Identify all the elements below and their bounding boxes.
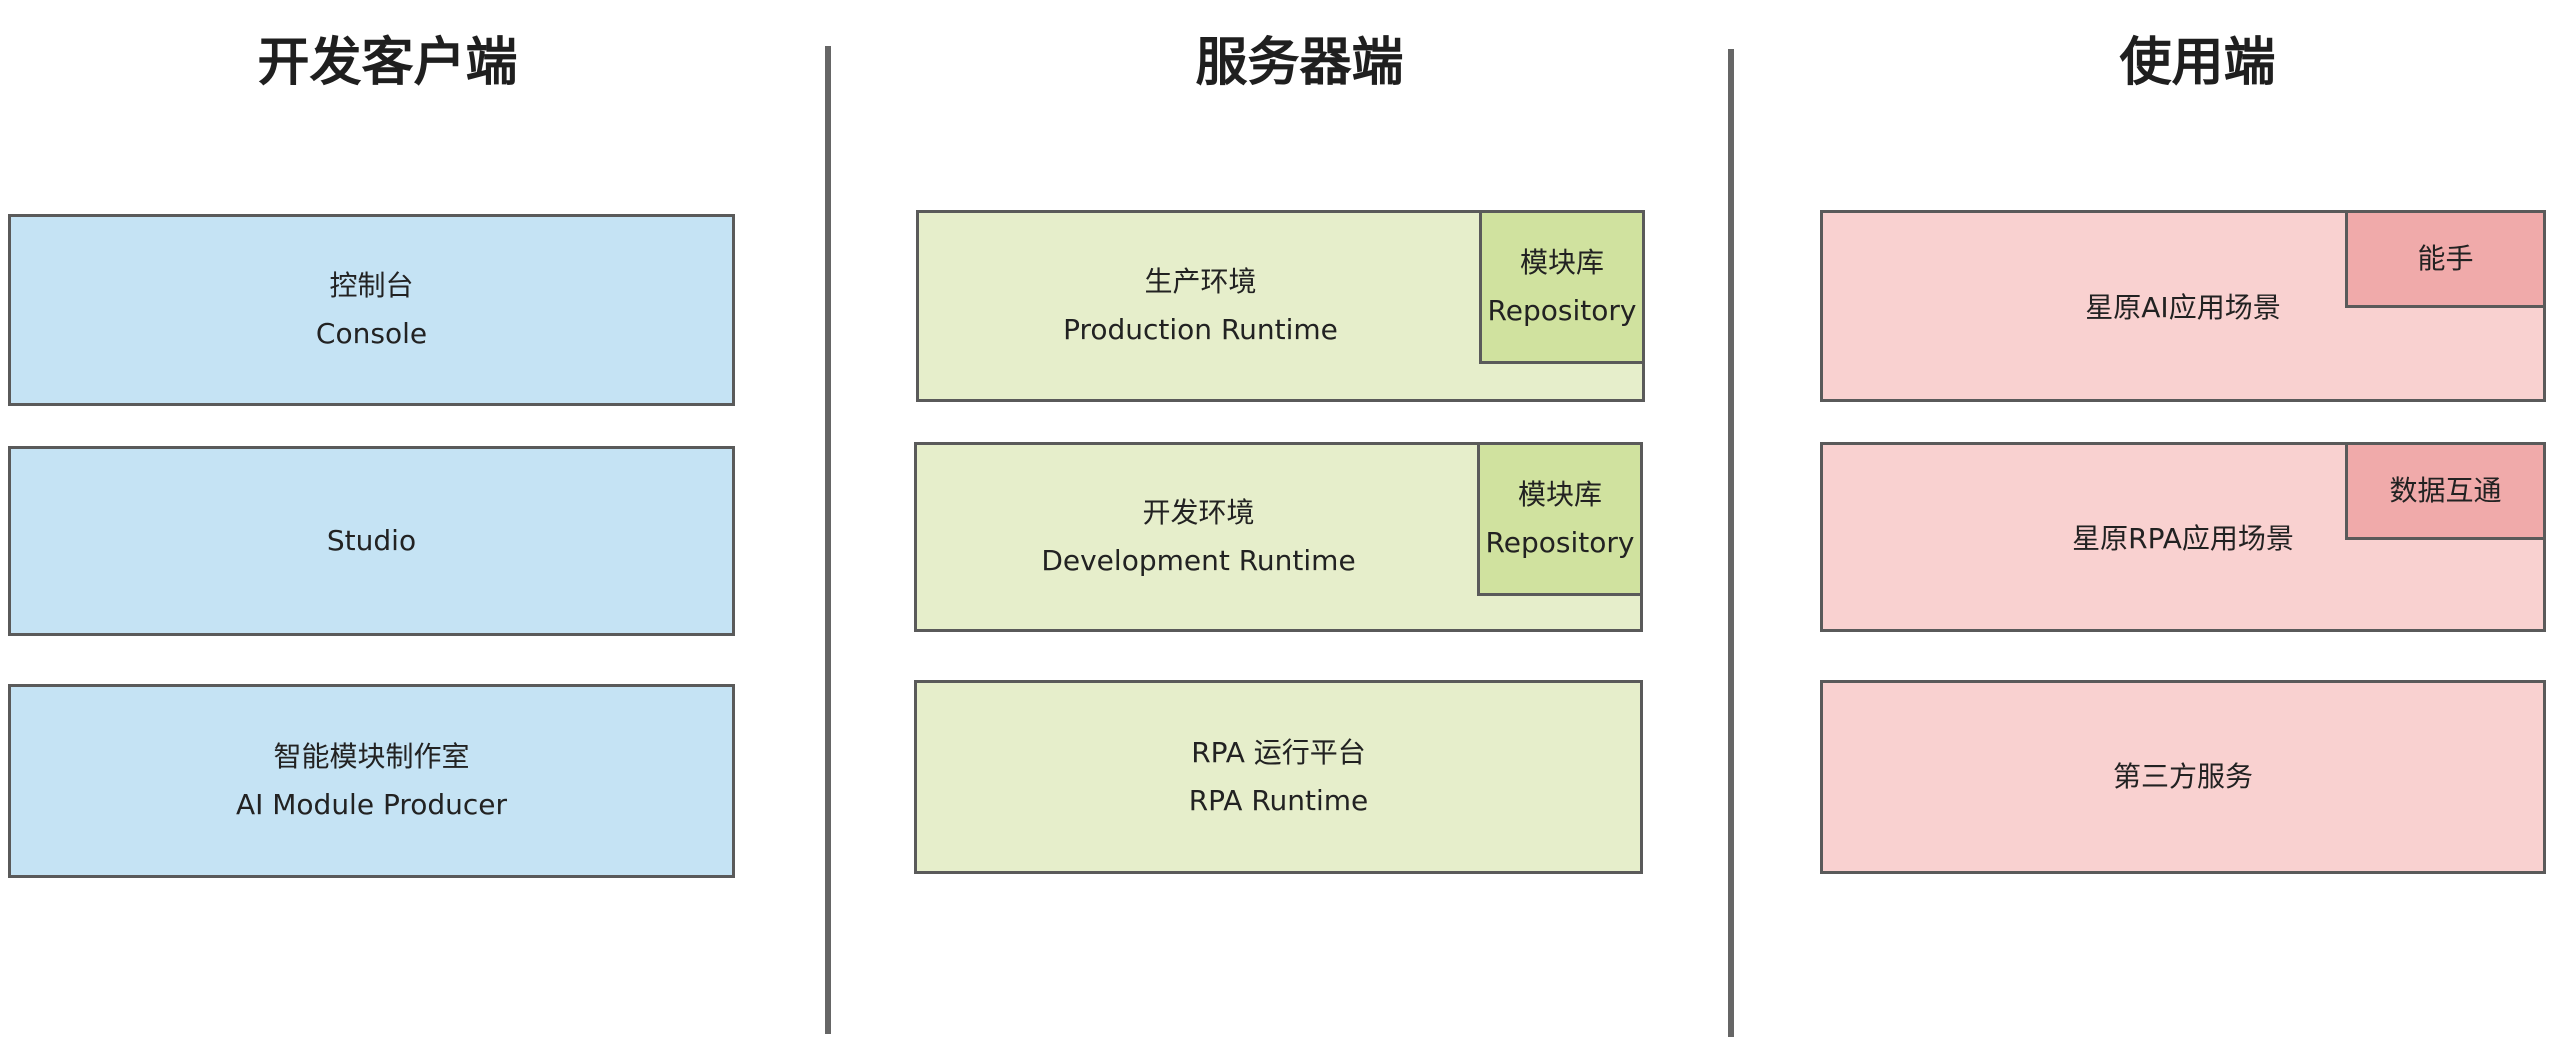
box-label-cn: RPA 运行平台 — [1191, 736, 1366, 769]
box-label-en: Console — [315, 317, 428, 350]
box-label-en: AI Module Producer — [235, 788, 508, 821]
box-label-cn: 智能模块制作室 — [273, 740, 470, 773]
box-studio: Studio — [8, 446, 735, 636]
box-third-party-service: 第三方服务 — [1820, 680, 2546, 874]
badge-label-en: Repository — [1485, 526, 1635, 559]
badge-label: 能手 — [2417, 242, 2474, 275]
badge-repository-production: 模块库 Repository — [1479, 210, 1645, 364]
heading-usage: 使用端 — [2119, 33, 2276, 93]
badge-label: 数据互通 — [2389, 474, 2502, 507]
box-label-cn: 生产环境 — [1144, 265, 1257, 298]
box-label-en: Production Runtime — [1063, 313, 1338, 346]
box-label-cn: 开发环境 — [1142, 496, 1255, 529]
box-label-en: Development Runtime — [1041, 544, 1356, 577]
box-rpa-runtime: RPA 运行平台 RPA Runtime — [914, 680, 1643, 874]
heading-dev-client: 开发客户端 — [257, 33, 518, 93]
badge-nengshou: 能手 — [2345, 210, 2546, 308]
divider-left — [825, 46, 831, 1034]
badge-label-cn: 模块库 — [1517, 478, 1602, 511]
box-ai-module-producer: 智能模块制作室 AI Module Producer — [8, 684, 735, 878]
badge-repository-development: 模块库 Repository — [1477, 442, 1643, 596]
heading-server: 服务器端 — [1195, 33, 1404, 93]
box-label: 星原RPA应用场景 — [2072, 522, 2294, 555]
box-label: 星原AI应用场景 — [2085, 291, 2281, 324]
badge-label-en: Repository — [1487, 294, 1637, 327]
badge-data-interop: 数据互通 — [2345, 442, 2546, 540]
box-label: 第三方服务 — [2112, 760, 2253, 793]
box-label-en: RPA Runtime — [1188, 784, 1369, 817]
box-label: Studio — [326, 524, 417, 557]
box-console: 控制台 Console — [8, 214, 735, 406]
badge-label-cn: 模块库 — [1519, 246, 1604, 279]
box-label-cn: 控制台 — [329, 269, 414, 302]
divider-right — [1728, 49, 1734, 1037]
